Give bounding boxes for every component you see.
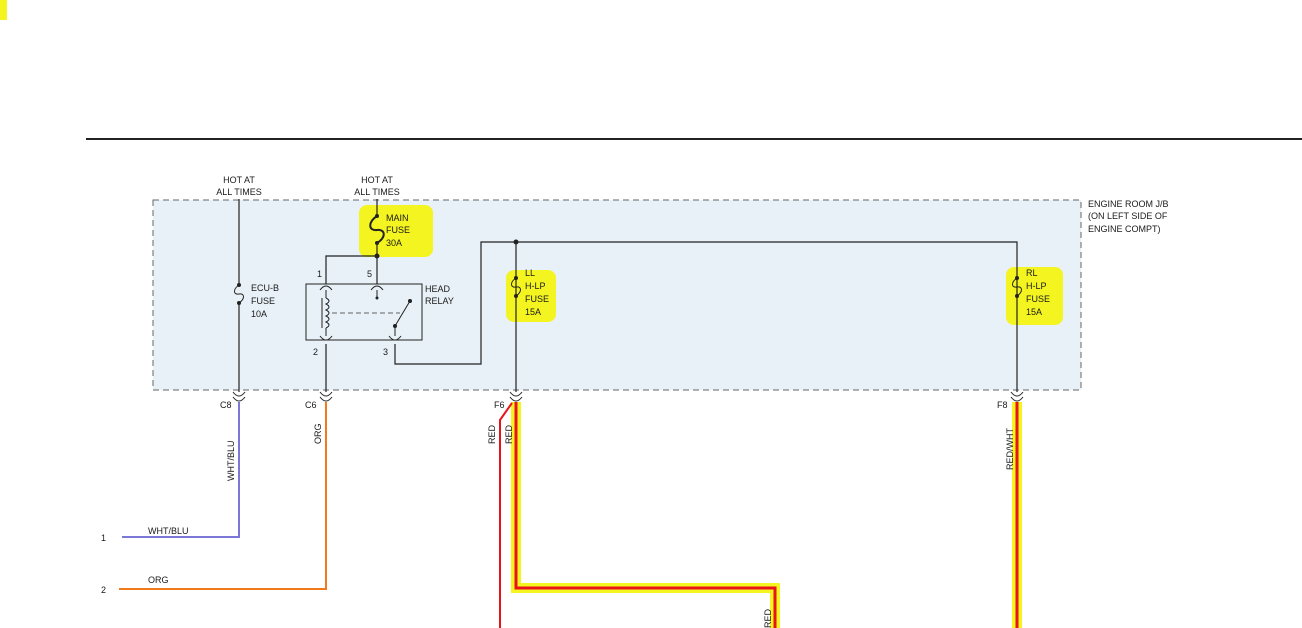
svg-text:10A: 10A bbox=[251, 309, 267, 319]
svg-text:ECU-B: ECU-B bbox=[251, 283, 279, 293]
f6-wire-color-label-a: RED bbox=[487, 424, 497, 444]
svg-text:H-LP: H-LP bbox=[525, 281, 546, 291]
svg-text:ENGINE ROOM J/B: ENGINE ROOM J/B bbox=[1088, 199, 1169, 209]
junction-block-label: ENGINE ROOM J/B (ON LEFT SIDE OF ENGINE … bbox=[1088, 199, 1169, 234]
svg-text:HOT AT: HOT AT bbox=[223, 175, 255, 185]
rl-fuse-label: RL H-LP FUSE 15A bbox=[1026, 268, 1050, 317]
svg-text:HOT AT: HOT AT bbox=[361, 175, 393, 185]
c6-wire-color-label: ORG bbox=[313, 423, 323, 444]
output-2-label: ORG bbox=[148, 575, 169, 585]
svg-text:HEAD: HEAD bbox=[425, 284, 451, 294]
head-relay-box bbox=[305, 283, 423, 341]
rl-fuse-symbol bbox=[1012, 276, 1022, 298]
svg-text:ENGINE COMPT): ENGINE COMPT) bbox=[1088, 224, 1161, 234]
ecu-b-fuse-label: ECU-B FUSE 10A bbox=[251, 283, 279, 319]
main-fuse-label: MAIN FUSE 30A bbox=[386, 213, 410, 248]
svg-text:RL: RL bbox=[1026, 268, 1038, 278]
svg-text:RELAY: RELAY bbox=[425, 296, 454, 306]
main-source-label: HOT AT ALL TIMES bbox=[354, 175, 400, 197]
svg-text:FUSE: FUSE bbox=[386, 225, 410, 235]
svg-text:C6: C6 bbox=[305, 400, 317, 410]
connector-f8: F8 bbox=[997, 391, 1024, 410]
main-fuse-symbol bbox=[369, 214, 385, 245]
svg-text:MAIN: MAIN bbox=[386, 213, 409, 223]
connector-c8: C8 bbox=[220, 391, 246, 410]
f6-red-wire-left bbox=[499, 402, 513, 628]
svg-text:FUSE: FUSE bbox=[251, 296, 275, 306]
svg-text:H-LP: H-LP bbox=[1026, 281, 1047, 291]
svg-text:15A: 15A bbox=[525, 307, 541, 317]
f6-red-wire-highlight bbox=[511, 402, 780, 628]
ll-fuse-symbol bbox=[511, 276, 521, 298]
svg-text:LL: LL bbox=[525, 268, 535, 278]
ecu-b-source-label: HOT AT ALL TIMES bbox=[216, 175, 262, 197]
engine-room-junction-block bbox=[152, 199, 1082, 391]
relay-pin-3: 3 bbox=[383, 347, 388, 357]
f6-red-wire bbox=[514, 402, 777, 628]
f8-wire-color-label: RED/WHT bbox=[1005, 428, 1015, 470]
connector-f6: F6 bbox=[494, 391, 523, 410]
relay-terminals bbox=[319, 285, 402, 341]
bottom-red-label: RED bbox=[763, 608, 773, 628]
svg-text:C8: C8 bbox=[220, 400, 232, 410]
svg-text:ALL TIMES: ALL TIMES bbox=[216, 187, 262, 197]
relay-switch-icon bbox=[332, 290, 412, 336]
svg-text:F8: F8 bbox=[997, 400, 1008, 410]
head-relay-label: HEAD RELAY bbox=[425, 284, 454, 306]
svg-text:30A: 30A bbox=[386, 238, 402, 248]
corner-highlight-mark bbox=[0, 0, 7, 20]
svg-text:15A: 15A bbox=[1026, 307, 1042, 317]
svg-text:ALL TIMES: ALL TIMES bbox=[354, 187, 400, 197]
output-1-number: 1 bbox=[101, 533, 106, 543]
output-2-number: 2 bbox=[101, 585, 106, 595]
svg-text:FUSE: FUSE bbox=[1026, 294, 1050, 304]
svg-text:(ON LEFT SIDE OF: (ON LEFT SIDE OF bbox=[1088, 211, 1168, 221]
c8-wire-color-label: WHT/BLU bbox=[226, 441, 236, 482]
wht-blu-wire bbox=[122, 402, 240, 538]
ll-fuse-label: LL H-LP FUSE 15A bbox=[525, 268, 549, 317]
org-wire bbox=[119, 402, 327, 590]
connector-c6: C6 bbox=[305, 391, 333, 410]
relay-pin-1: 1 bbox=[317, 269, 322, 279]
ecu-b-fuse-symbol bbox=[234, 283, 244, 305]
output-1-label: WHT/BLU bbox=[148, 526, 189, 536]
relay-pin-2: 2 bbox=[313, 347, 318, 357]
f6-wire-color-label-b: RED bbox=[504, 424, 514, 444]
svg-text:F6: F6 bbox=[494, 400, 505, 410]
relay-coil-feed bbox=[325, 255, 377, 284]
relay-pin-5: 5 bbox=[367, 269, 372, 279]
svg-text:FUSE: FUSE bbox=[525, 294, 549, 304]
relay-output-wire bbox=[394, 241, 1018, 392]
relay-coil-icon bbox=[321, 290, 330, 336]
